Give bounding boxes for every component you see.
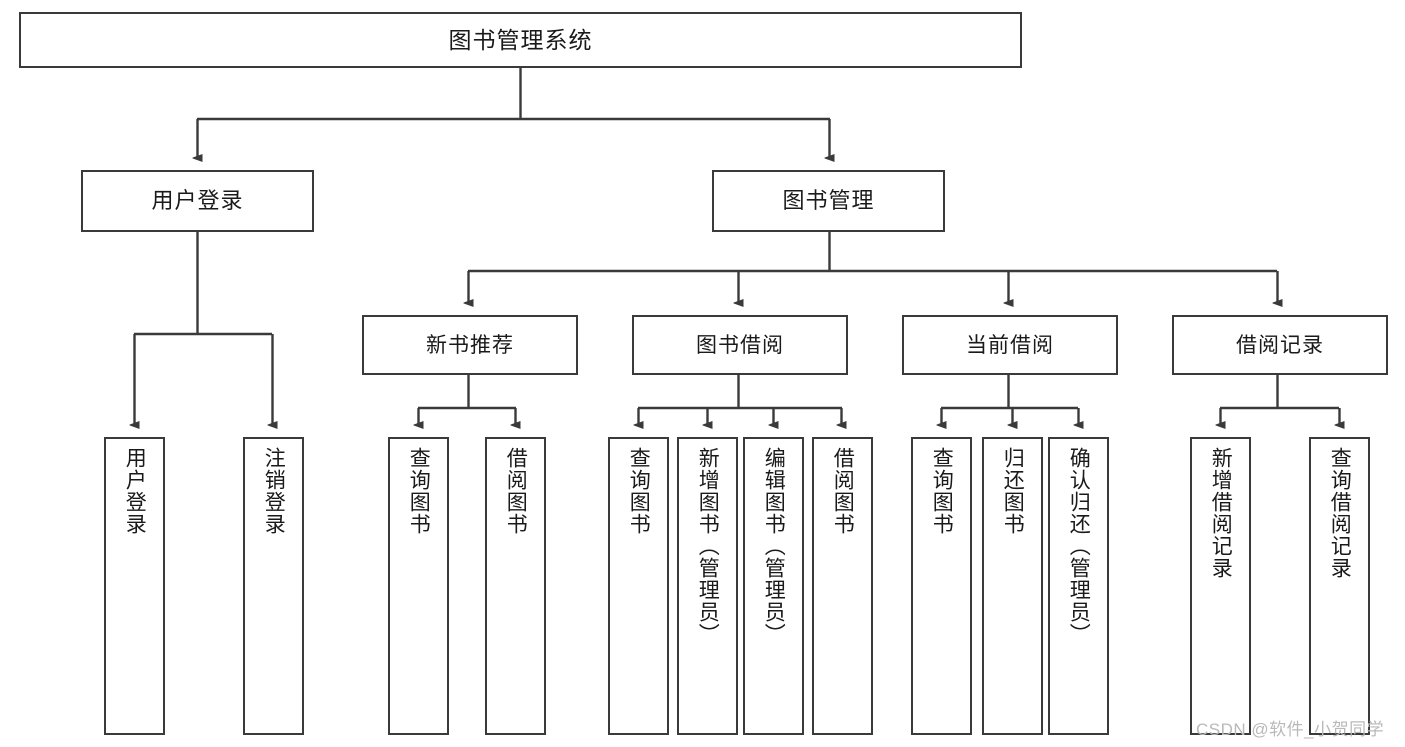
node-leaf[interactable]: 用户登录 bbox=[104, 437, 165, 735]
csdn-watermark: CSDN @软件_小贺同学 bbox=[1196, 720, 1385, 739]
node-level2-user-login[interactable]: 用户登录 bbox=[81, 170, 314, 232]
node-label: 查询图书 bbox=[930, 447, 954, 535]
node-label: 借阅图书 bbox=[831, 447, 855, 535]
node-leaf[interactable]: 查询图书 bbox=[608, 437, 669, 735]
node-label: 查询借阅记录 bbox=[1328, 447, 1352, 579]
node-level3-current-borrow[interactable]: 当前借阅 bbox=[902, 315, 1118, 375]
node-level3-borrow-record[interactable]: 借阅记录 bbox=[1172, 315, 1388, 375]
node-leaf[interactable]: 查询图书 bbox=[911, 437, 972, 735]
node-leaf[interactable]: 查询图书 bbox=[388, 437, 449, 735]
node-label: 借阅记录 bbox=[1236, 333, 1324, 357]
node-label: 查询图书 bbox=[407, 447, 431, 535]
node-label: 查询图书 bbox=[627, 447, 651, 535]
node-leaf[interactable]: 借阅图书 bbox=[812, 437, 873, 735]
node-label: 图书借阅 bbox=[696, 333, 784, 357]
node-label: 图书管理 bbox=[782, 188, 875, 213]
node-leaf[interactable]: 查询借阅记录 bbox=[1309, 437, 1370, 735]
node-leaf[interactable]: 借阅图书 bbox=[485, 437, 546, 735]
node-leaf[interactable]: 归还图书 bbox=[982, 437, 1043, 735]
node-label: 借阅图书 bbox=[504, 447, 528, 535]
node-leaf[interactable]: 新增图书（管理员） bbox=[677, 437, 738, 735]
node-label: 注销登录 bbox=[262, 447, 286, 535]
node-label: 新增图书（管理员） bbox=[696, 447, 720, 645]
node-leaf[interactable]: 确认归还（管理员） bbox=[1048, 437, 1109, 735]
node-level3-new-book-recommend[interactable]: 新书推荐 bbox=[362, 315, 578, 375]
node-leaf[interactable]: 编辑图书（管理员） bbox=[743, 437, 804, 735]
node-level3-book-borrow[interactable]: 图书借阅 bbox=[632, 315, 848, 375]
node-label: 新书推荐 bbox=[426, 333, 514, 357]
node-root-label: 图书管理系统 bbox=[448, 26, 593, 53]
node-leaf[interactable]: 注销登录 bbox=[243, 437, 304, 735]
node-label: 归还图书 bbox=[1001, 447, 1025, 535]
node-label: 确认归还（管理员） bbox=[1067, 447, 1091, 645]
node-label: 用户登录 bbox=[123, 447, 147, 535]
node-leaf[interactable]: 新增借阅记录 bbox=[1190, 437, 1251, 735]
node-root[interactable]: 图书管理系统 bbox=[19, 12, 1022, 68]
node-label: 用户登录 bbox=[151, 188, 244, 213]
node-level2-book-management[interactable]: 图书管理 bbox=[712, 170, 945, 232]
node-label: 当前借阅 bbox=[966, 333, 1054, 357]
node-label: 编辑图书（管理员） bbox=[762, 447, 786, 645]
node-label: 新增借阅记录 bbox=[1209, 447, 1233, 579]
